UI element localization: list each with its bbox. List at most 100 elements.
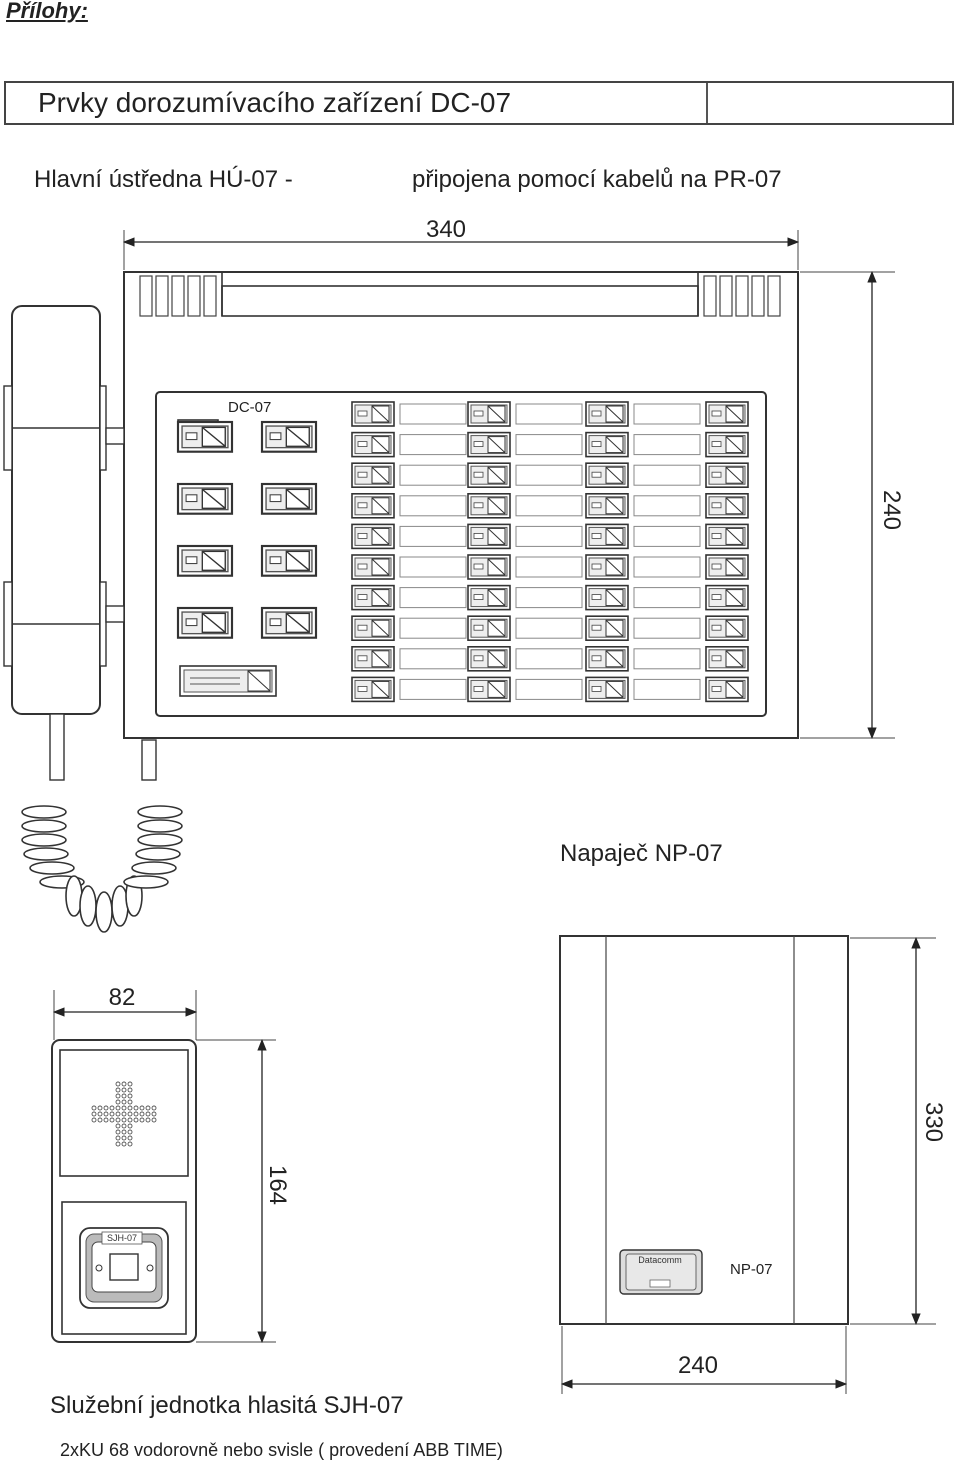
station-button (705, 401, 749, 427)
grille-dot (145, 1111, 151, 1117)
station-label-slot (399, 464, 467, 486)
station-button (467, 431, 511, 458)
station-button (351, 615, 395, 642)
grille-dot (115, 1105, 121, 1111)
grille-dot (97, 1117, 103, 1123)
station-button (585, 431, 629, 458)
station-label-slot (399, 617, 467, 639)
grille-dot (121, 1111, 127, 1117)
station-label-slot (633, 525, 701, 547)
handset-icon (3, 305, 183, 933)
station-button (351, 554, 395, 580)
station-button (467, 523, 511, 550)
station-button (467, 401, 511, 427)
power-supply-label: Napaječ NP-07 (560, 840, 723, 867)
grille-dot (121, 1123, 127, 1129)
grille-dot (115, 1081, 121, 1087)
cord-coil (137, 805, 183, 819)
station-label-slot (633, 556, 701, 578)
station-label-slot (399, 434, 467, 456)
station-button (705, 554, 749, 580)
main-width-dim: 340 (426, 216, 466, 243)
station-button (351, 584, 395, 611)
grille-dot (115, 1099, 121, 1105)
title-divider (706, 83, 708, 123)
grille-dot (121, 1081, 127, 1087)
station-button (351, 462, 395, 489)
station-button-grid (351, 401, 749, 703)
station-label-slot (515, 464, 583, 486)
grille-dot (121, 1117, 127, 1123)
main-unit-drawing: 340 240 DC-07 (122, 216, 905, 740)
station-button (351, 676, 395, 703)
power-supply-drawing: Datacomm NP-07 330 240 (559, 935, 947, 1394)
grille-dot (109, 1105, 115, 1111)
grille-dot (127, 1123, 133, 1129)
station-button (467, 492, 511, 519)
grille-dot (109, 1117, 115, 1123)
station-label-slot (399, 403, 467, 425)
grille-dot (127, 1129, 133, 1135)
grille-dot (115, 1141, 121, 1147)
cord-coil (123, 875, 169, 889)
grille-dot (121, 1093, 127, 1099)
station-button (351, 401, 395, 427)
main-height-dim: 240 (878, 490, 905, 530)
cord-coil (21, 819, 67, 833)
grille-dot (115, 1123, 121, 1129)
station-button (705, 676, 749, 703)
service-unit-note: 2xKU 68 vodorovně nebo svisle ( proveden… (60, 1440, 503, 1460)
station-button (585, 523, 629, 550)
station-button (351, 492, 395, 519)
psu-height-dim: 330 (920, 1102, 947, 1142)
main-unit-label: Hlavní ústředna HÚ-07 - (34, 166, 293, 193)
title-box (4, 81, 954, 125)
cord-coil (137, 819, 183, 833)
service-width-dim: 82 (109, 984, 136, 1011)
grille-dot (91, 1111, 97, 1117)
grille-dot (121, 1135, 127, 1141)
grille-dot (121, 1087, 127, 1093)
station-label-slot (399, 648, 467, 670)
service-height-dim: 164 (264, 1165, 291, 1205)
station-label-slot (515, 556, 583, 578)
station-label-slot (399, 556, 467, 578)
service-unit-label: Služební jednotka hlasitá SJH-07 (50, 1392, 404, 1419)
station-button (705, 584, 749, 611)
grille-dot (151, 1111, 157, 1117)
service-module-label: SJH-07 (107, 1233, 137, 1243)
station-button (467, 554, 511, 580)
station-button (705, 431, 749, 458)
station-label-slot (515, 403, 583, 425)
panel-label: DC-07 (228, 399, 271, 416)
station-label-slot (515, 434, 583, 456)
grille-dot (115, 1117, 121, 1123)
station-button (585, 401, 629, 427)
station-button (467, 645, 511, 672)
grille-dot (91, 1117, 97, 1123)
grille-dot (103, 1117, 109, 1123)
grille-dot (115, 1135, 121, 1141)
grille-dot (127, 1081, 133, 1087)
grille-dot (127, 1135, 133, 1141)
psu-badge-text: Datacomm (638, 1255, 682, 1265)
grille-dot (97, 1111, 103, 1117)
grille-dot (121, 1099, 127, 1105)
station-button (351, 645, 395, 672)
station-label-slot (515, 648, 583, 670)
station-label-slot (399, 495, 467, 517)
grille-dot (139, 1111, 145, 1117)
station-label-slot (515, 678, 583, 700)
grille-dot (115, 1129, 121, 1135)
grille-dot (97, 1105, 103, 1111)
station-button (467, 584, 511, 611)
station-label-slot (633, 403, 701, 425)
station-label-slot (633, 434, 701, 456)
speaker-grille-icon (91, 1081, 157, 1147)
station-button (467, 615, 511, 642)
page-heading: Přílohy: (6, 0, 88, 23)
grille-dot (121, 1105, 127, 1111)
station-button (705, 645, 749, 672)
cord-coil (29, 861, 75, 875)
